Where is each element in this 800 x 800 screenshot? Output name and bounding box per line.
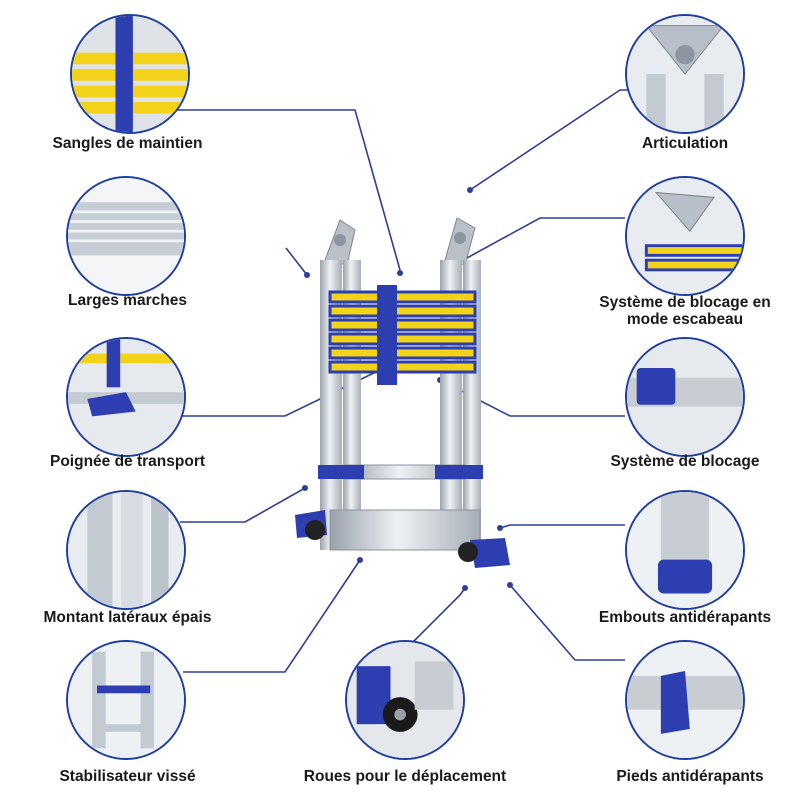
label-sangles: Sangles de maintien bbox=[52, 135, 203, 152]
end-caps-detail-image bbox=[625, 490, 745, 610]
label-stabilisateur: Stabilisateur vissé bbox=[59, 768, 196, 785]
label-articulation: Articulation bbox=[641, 135, 729, 152]
label-blocage-escabeau-line1: Système de blocage en bbox=[599, 294, 771, 311]
label-roues: Roues pour le déplacement bbox=[303, 768, 507, 785]
rails-detail-image bbox=[66, 490, 186, 610]
feet-detail-image bbox=[625, 640, 745, 760]
label-blocage: Système de blocage bbox=[610, 453, 760, 470]
hinge-detail-image bbox=[625, 14, 745, 134]
lock-detail-image bbox=[625, 337, 745, 457]
label-pieds: Pieds antidérapants bbox=[616, 768, 764, 785]
label-poignee: Poignée de transport bbox=[49, 453, 206, 470]
strap-detail-image bbox=[70, 14, 190, 134]
wheels-detail-image bbox=[345, 640, 465, 760]
label-blocage-escabeau-line2: mode escabeau bbox=[626, 311, 744, 328]
stabilizer-detail-image bbox=[66, 640, 186, 760]
label-embouts: Embouts antidérapants bbox=[598, 609, 772, 626]
steps-detail-image bbox=[66, 176, 186, 296]
telescopic-ladder-image bbox=[295, 217, 510, 568]
handle-detail-image bbox=[66, 337, 186, 457]
label-montant: Montant latéraux épais bbox=[43, 609, 212, 626]
escabeau-lock-detail-image bbox=[625, 176, 745, 296]
label-marches: Larges marches bbox=[68, 292, 187, 309]
